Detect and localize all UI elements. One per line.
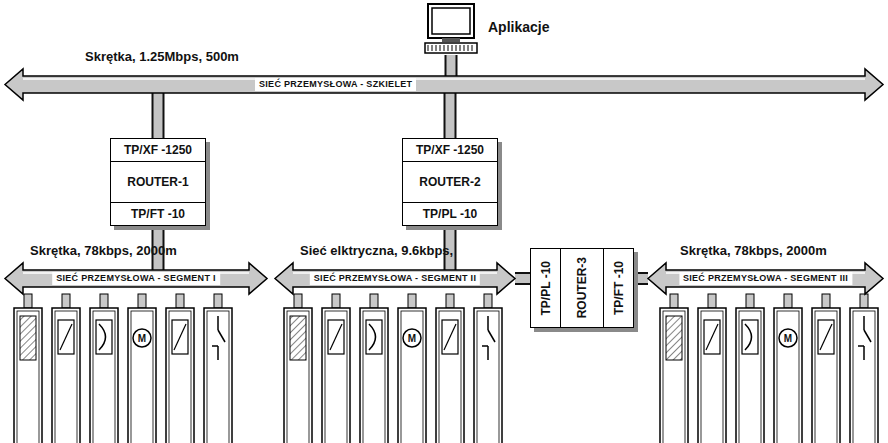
router-port: TP/PL -10 bbox=[403, 202, 497, 225]
bus-connector bbox=[515, 278, 531, 279]
bus-connector bbox=[633, 278, 648, 279]
router-port: TP/FT -10 bbox=[111, 202, 205, 225]
network-bus: Sieć elktryczna, 9.6kbps,SIEĆ PRZEMYSŁOW… bbox=[275, 270, 515, 287]
bus-name: SIEĆ PRZEMYSŁOWA - SEGMENT II bbox=[310, 272, 480, 285]
bus-heading: Skrętka, 1.25Mbps, 500m bbox=[85, 49, 239, 64]
bus-connector bbox=[158, 93, 159, 139]
computer-icon bbox=[422, 3, 480, 55]
bus-connector bbox=[450, 93, 451, 139]
motor-letter: M bbox=[408, 333, 416, 344]
router-name: ROUTER-3 bbox=[575, 257, 589, 318]
bus-arrow bbox=[5, 69, 883, 100]
router-port: TP/XF -1250 bbox=[403, 139, 497, 162]
router-name: ROUTER-1 bbox=[127, 175, 188, 189]
network-bus: Skrętka, 78kbps, 2000mSIEĆ PRZEMYSŁOWA -… bbox=[648, 270, 883, 287]
port-label: TP/FT -10 bbox=[131, 207, 185, 221]
router-box: ROUTER-1 TP/XF -1250TP/FT -10 bbox=[110, 138, 206, 226]
network-bus: Skrętka, 78kbps, 2000mSIEĆ PRZEMYSŁOWA -… bbox=[5, 270, 267, 287]
bus-name: SIEĆ PRZEMYSŁOWA - SEGMENT I bbox=[52, 272, 220, 285]
motor-letter: M bbox=[784, 333, 792, 344]
port-label: TP/PL -10 bbox=[423, 207, 477, 221]
motor-letter: M bbox=[138, 333, 146, 344]
router-port: TP/FT -10 bbox=[603, 249, 633, 327]
bus-name: SIEĆ PRZEMYSŁOWA - SZKIELET bbox=[255, 78, 416, 91]
node-label: Aplikacje bbox=[488, 19, 549, 35]
router-port: TP/PL -10 bbox=[531, 249, 561, 327]
bus-name: SIEĆ PRZEMYSŁOWA - SEGMENT III bbox=[679, 272, 852, 285]
network-bus: Skrętka, 1.25Mbps, 500mSIEĆ PRZEMYSŁOWA … bbox=[5, 76, 883, 93]
bus-heading: Skrętka, 78kbps, 2000m bbox=[680, 243, 827, 258]
port-label: TP/XF -1250 bbox=[416, 143, 484, 157]
port-label: TP/XF -1250 bbox=[124, 143, 192, 157]
port-label: TP/FT -10 bbox=[612, 261, 626, 315]
router-box: ROUTER-3 TP/PL -10 TP/FT -10 bbox=[530, 248, 634, 328]
router-name: ROUTER-2 bbox=[419, 175, 480, 189]
bus-heading: Skrętka, 78kbps, 2000m bbox=[30, 243, 177, 258]
router-box: ROUTER-2 TP/XF -1250TP/PL -10 bbox=[402, 138, 498, 226]
bus-heading: Sieć elktryczna, 9.6kbps, bbox=[300, 243, 453, 258]
bus-connector bbox=[451, 55, 452, 76]
router-port: TP/XF -1250 bbox=[111, 139, 205, 162]
port-label: TP/PL -10 bbox=[539, 261, 553, 315]
computer-node: Aplikacje bbox=[422, 3, 480, 55]
